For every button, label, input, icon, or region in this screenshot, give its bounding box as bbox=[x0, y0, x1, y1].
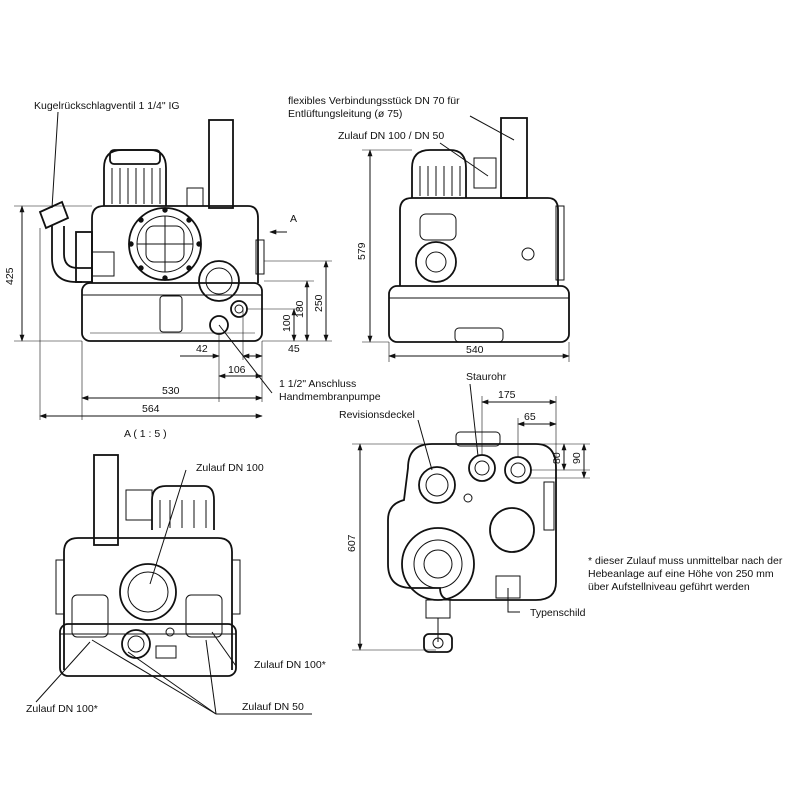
footnote: * dieser Zulauf muss unmittelbar nach de… bbox=[588, 555, 783, 593]
dim-width-564: 564 bbox=[142, 403, 160, 415]
connection-label-line2: Handmembranpumpe bbox=[279, 391, 381, 403]
dim-side-inlet-height: 180 bbox=[294, 300, 306, 318]
dim-front-height: 425 bbox=[4, 267, 16, 285]
flex-piece-label-line1: flexibles Verbindungsstück DN 70 für bbox=[288, 95, 460, 107]
dim-offset-106: 106 bbox=[228, 364, 246, 376]
dim-outlet-height: 250 bbox=[313, 294, 325, 312]
connection-label-line1: 1 1/2" Anschluss bbox=[279, 378, 356, 390]
front-view: Kugelrückschlagventil 1 1/4" IG A 1 1/2"… bbox=[4, 100, 381, 440]
dim-inlet-offset: 65 bbox=[524, 411, 536, 423]
footnote-line1: * dieser Zulauf muss unmittelbar nach de… bbox=[588, 555, 783, 567]
flex-piece-label-line2: Entlüftungsleitung (ø 75) bbox=[288, 108, 402, 120]
nameplate-label: Typenschild bbox=[530, 607, 586, 619]
footnote-line3: über Aufstellniveau geführt werden bbox=[588, 581, 750, 593]
dim-side-offset: 45 bbox=[288, 343, 300, 355]
dim-pump-conn-height: 100 bbox=[281, 314, 293, 332]
dim-inlet-v90: 90 bbox=[571, 452, 583, 464]
view-title: A ( 1 : 5 ) bbox=[124, 428, 167, 440]
inlet-dn100-rear-label: Zulauf DN 100 bbox=[196, 462, 264, 474]
dim-side-height: 579 bbox=[356, 242, 368, 260]
riser-pipe-label: Staurohr bbox=[466, 371, 507, 383]
dim-top-depth: 607 bbox=[346, 534, 358, 552]
inlet-dn100-dn50-label: Zulauf DN 100 / DN 50 bbox=[338, 130, 444, 142]
view-arrow-label: A bbox=[290, 213, 297, 225]
footnote-line2: Hebeanlage auf eine Höhe von 250 mm bbox=[588, 568, 774, 580]
dim-side-width: 540 bbox=[466, 344, 484, 356]
dim-inlet-v80: 80 bbox=[551, 452, 563, 464]
dim-pump-conn-offset: 42 bbox=[196, 343, 208, 355]
inlet-dn100-star-right-label: Zulauf DN 100* bbox=[254, 659, 326, 671]
inspection-cover-label: Revisionsdeckel bbox=[339, 409, 415, 421]
side-view: flexibles Verbindungsstück DN 70 für Ent… bbox=[288, 95, 570, 362]
dim-depth-530: 530 bbox=[162, 385, 180, 397]
inlet-dn50-rear-label: Zulauf DN 50 bbox=[242, 701, 304, 713]
check-valve-label: Kugelrückschlagventil 1 1/4" IG bbox=[34, 100, 180, 112]
top-view: Staurohr Revisionsdeckel Typenschild 607… bbox=[339, 371, 590, 653]
inlet-dn100-star-left-label: Zulauf DN 100* bbox=[26, 703, 98, 715]
rear-view: Zulauf DN 100 Zulauf DN 100* Zulauf DN 1… bbox=[26, 454, 326, 715]
dim-riser-offset: 175 bbox=[498, 389, 516, 401]
